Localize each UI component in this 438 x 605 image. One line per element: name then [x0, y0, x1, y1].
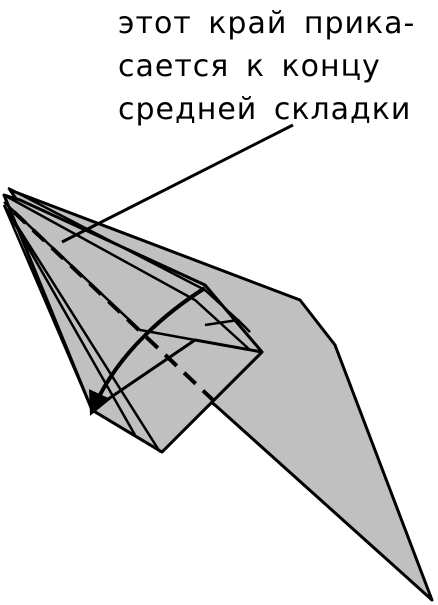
annotation-line-2: сается к концу — [118, 49, 381, 84]
annotation-text: этот край прика- сается к концу средней … — [118, 2, 436, 131]
crease-line-1 — [3, 193, 251, 351]
lower-flap — [90, 338, 264, 454]
valley-fold-dashed-line — [12, 210, 217, 404]
crease-line-6 — [2, 204, 162, 453]
crease-line-3 — [3, 201, 196, 342]
crease-line-5 — [2, 204, 137, 436]
curved-fold-arrow — [89, 286, 207, 416]
crease-line-4 — [2, 204, 94, 411]
annotation-line-1: этот край прика- — [118, 6, 416, 41]
annotation-line-3: средней складки — [118, 92, 412, 127]
corner-notch — [204, 318, 251, 333]
annotation-leader-line — [61, 123, 294, 244]
